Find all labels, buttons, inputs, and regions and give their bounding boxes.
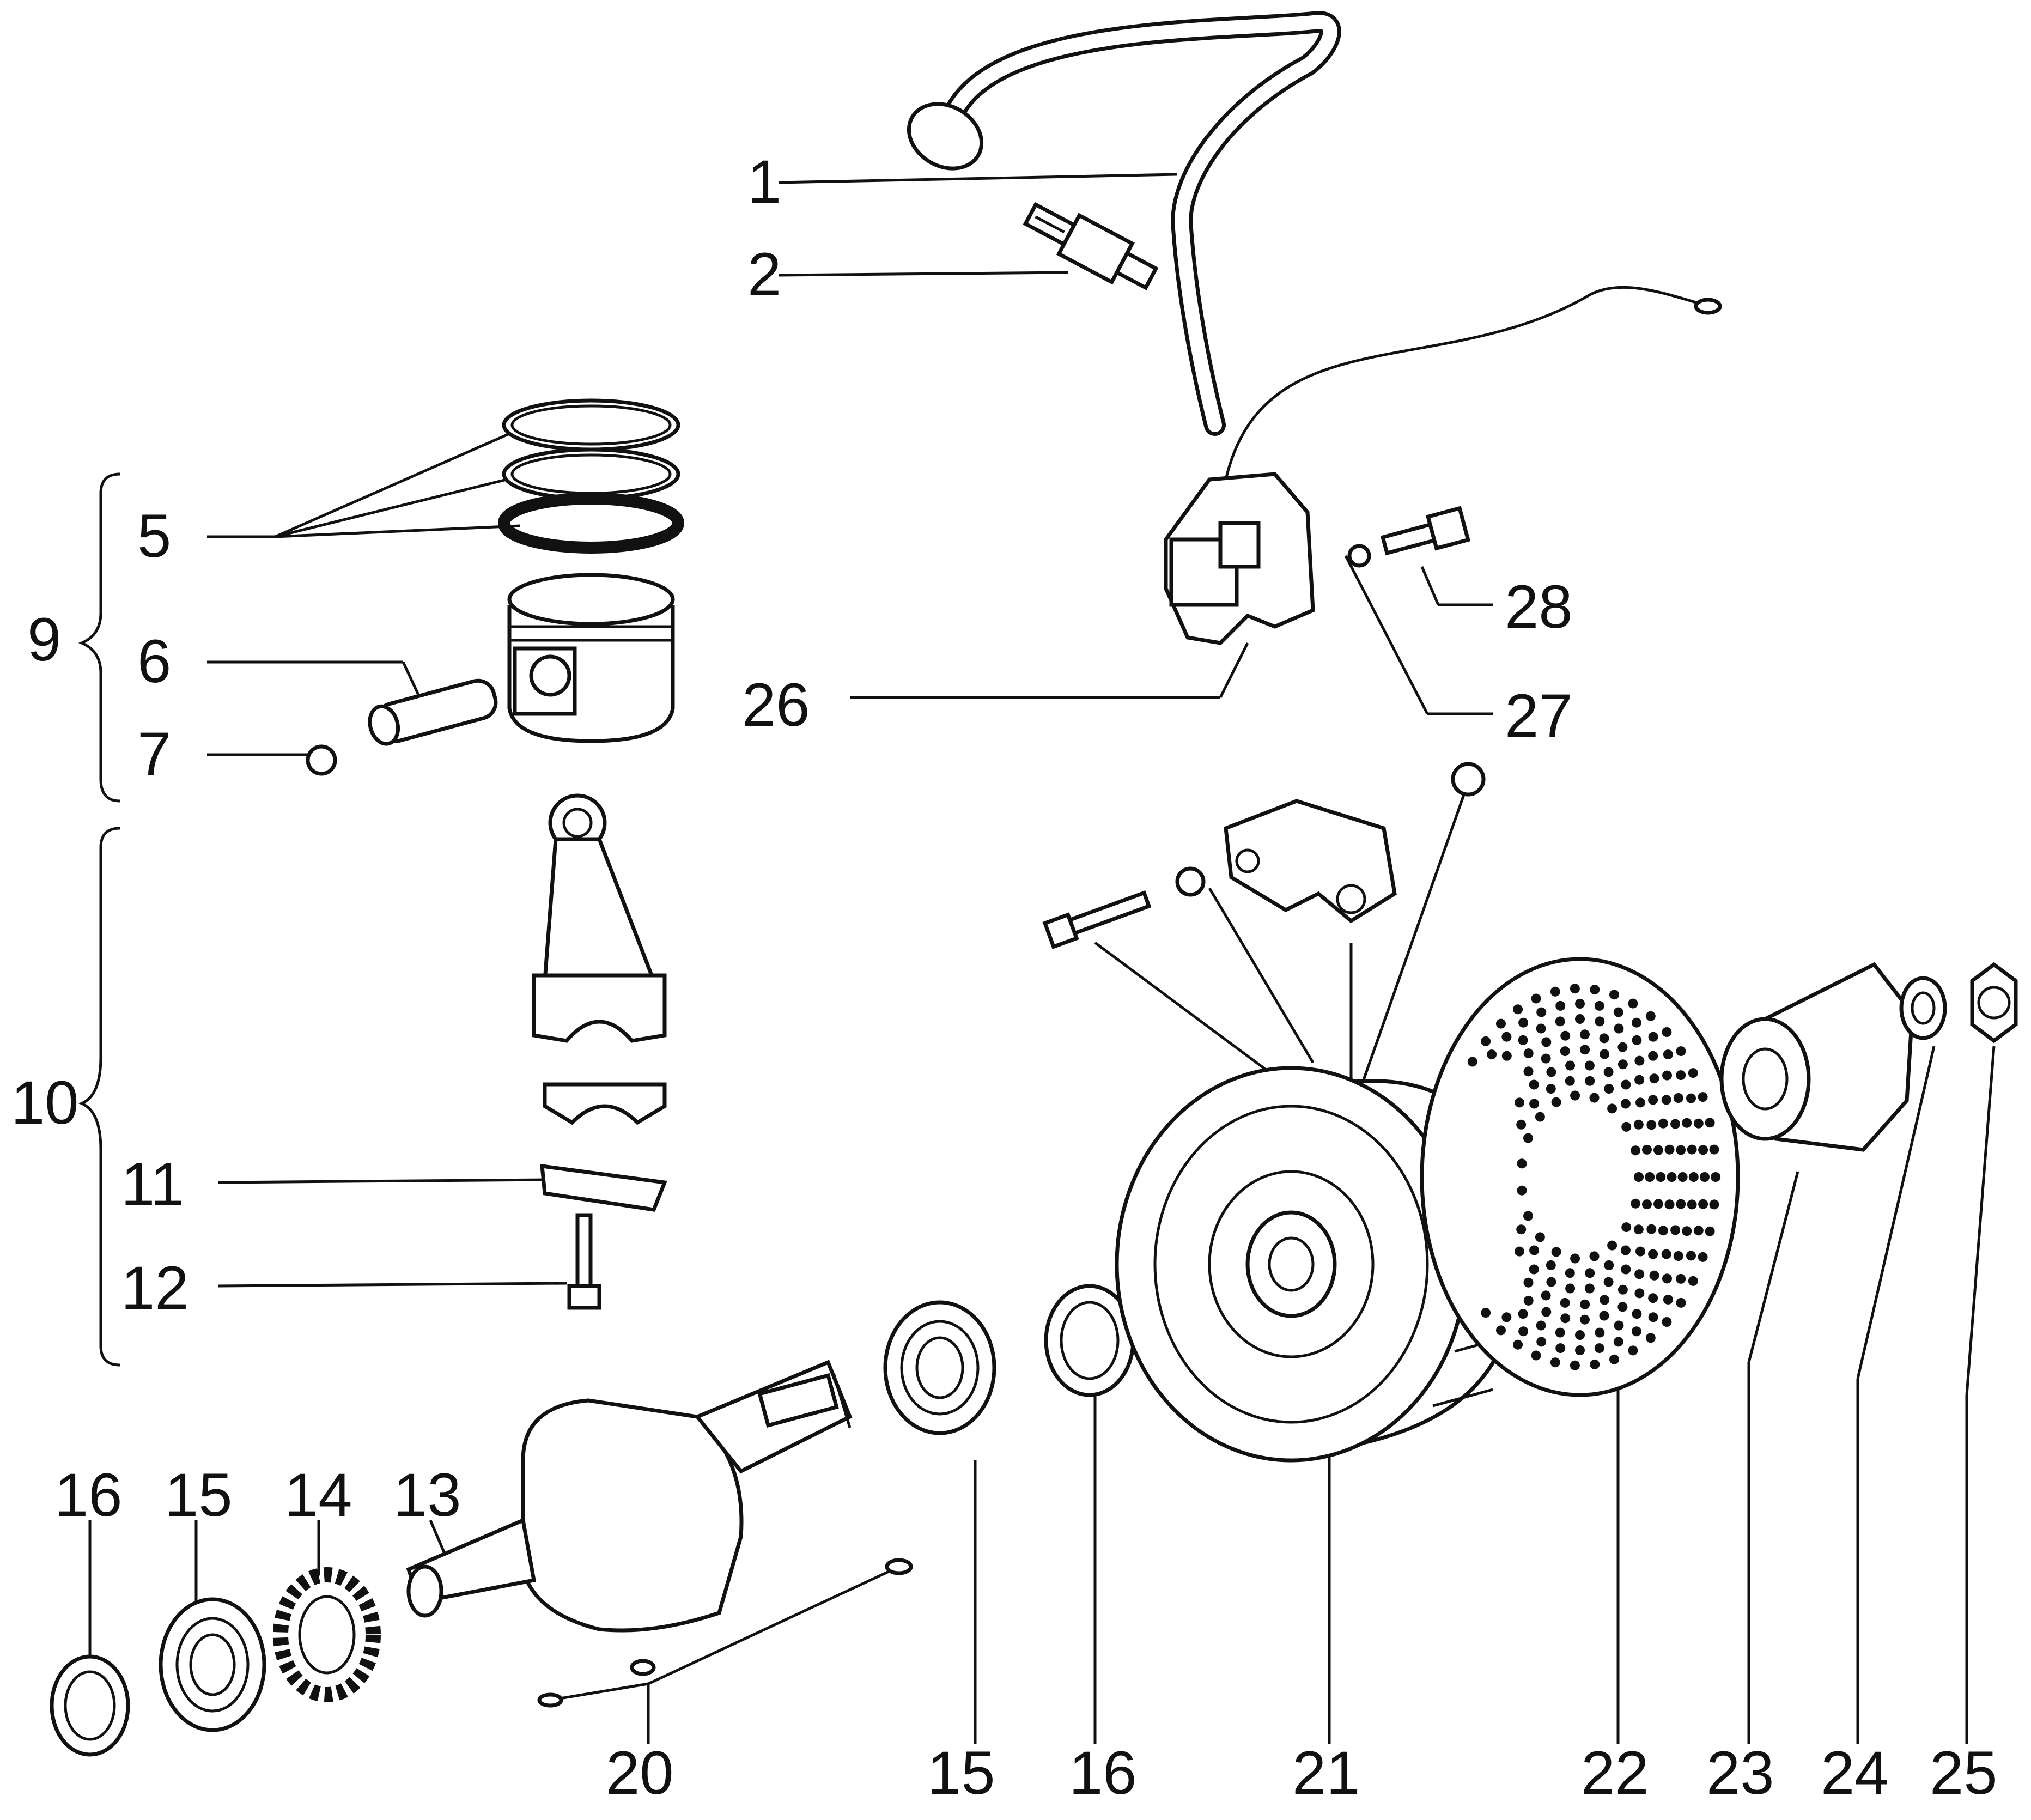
connecting-rod (532, 793, 667, 1310)
brace-9 (78, 472, 120, 803)
label-9: 9 (27, 605, 61, 674)
part-labels: 1 2 5 6 7 9 10 11 12 13 14 15 16 15 16 2… (11, 148, 1998, 1807)
label-25: 25 (1930, 1739, 1998, 1807)
washer-27 (1347, 544, 1371, 568)
screw-28 (1380, 506, 1470, 556)
label-7: 7 (137, 720, 171, 788)
key-20b (630, 1659, 656, 1676)
label-15-left: 15 (165, 1461, 233, 1529)
ignition-lead (907, 10, 1341, 436)
piston-rings (498, 398, 684, 554)
oil-seal-16-right (1044, 1284, 1135, 1397)
spark-plug (1023, 202, 1159, 290)
label-14: 14 (284, 1461, 352, 1529)
label-26: 26 (742, 671, 810, 739)
washer-24 (1899, 976, 1947, 1040)
crankshaft (406, 1360, 853, 1633)
fan-screen-22 (1420, 957, 1740, 1397)
screen-holes (1467, 984, 1721, 1370)
brace-10 (78, 827, 120, 1367)
piston-pin (368, 678, 498, 746)
circlip-7 (306, 744, 337, 776)
label-2: 2 (747, 240, 781, 308)
label-15-right: 15 (927, 1739, 995, 1807)
label-22: 22 (1581, 1739, 1649, 1807)
label-10: 10 (11, 1069, 79, 1137)
label-24: 24 (1821, 1739, 1889, 1807)
label-13: 13 (393, 1461, 461, 1529)
mount-nut (1451, 762, 1486, 797)
label-16-left: 16 (54, 1461, 123, 1529)
label-21: 21 (1292, 1739, 1360, 1807)
pulley-23 (1719, 962, 1914, 1152)
label-27: 27 (1505, 682, 1573, 750)
label-23: 23 (1706, 1739, 1774, 1807)
mount-washer (1175, 866, 1206, 897)
piston (507, 573, 675, 743)
label-6: 6 (137, 627, 171, 695)
label-20: 20 (606, 1739, 674, 1807)
label-1: 1 (747, 148, 781, 216)
magneto-shoe (1224, 799, 1397, 924)
label-28: 28 (1505, 573, 1573, 641)
bearing-15-right (883, 1300, 996, 1435)
gear-14 (273, 1567, 381, 1702)
nut-25 (1970, 962, 2018, 1044)
label-11: 11 (121, 1150, 184, 1218)
label-5: 5 (137, 502, 171, 570)
mount-screw (1042, 890, 1152, 949)
bearing-15-left (159, 1597, 266, 1732)
label-16-right: 16 (1069, 1739, 1137, 1807)
label-12: 12 (121, 1254, 189, 1322)
oil-seal-16-left (50, 1654, 130, 1757)
key-20a (537, 1692, 563, 1708)
key-20c (885, 1558, 913, 1575)
ignition-coil (1164, 286, 1722, 645)
leader-lines (88, 173, 1996, 1744)
